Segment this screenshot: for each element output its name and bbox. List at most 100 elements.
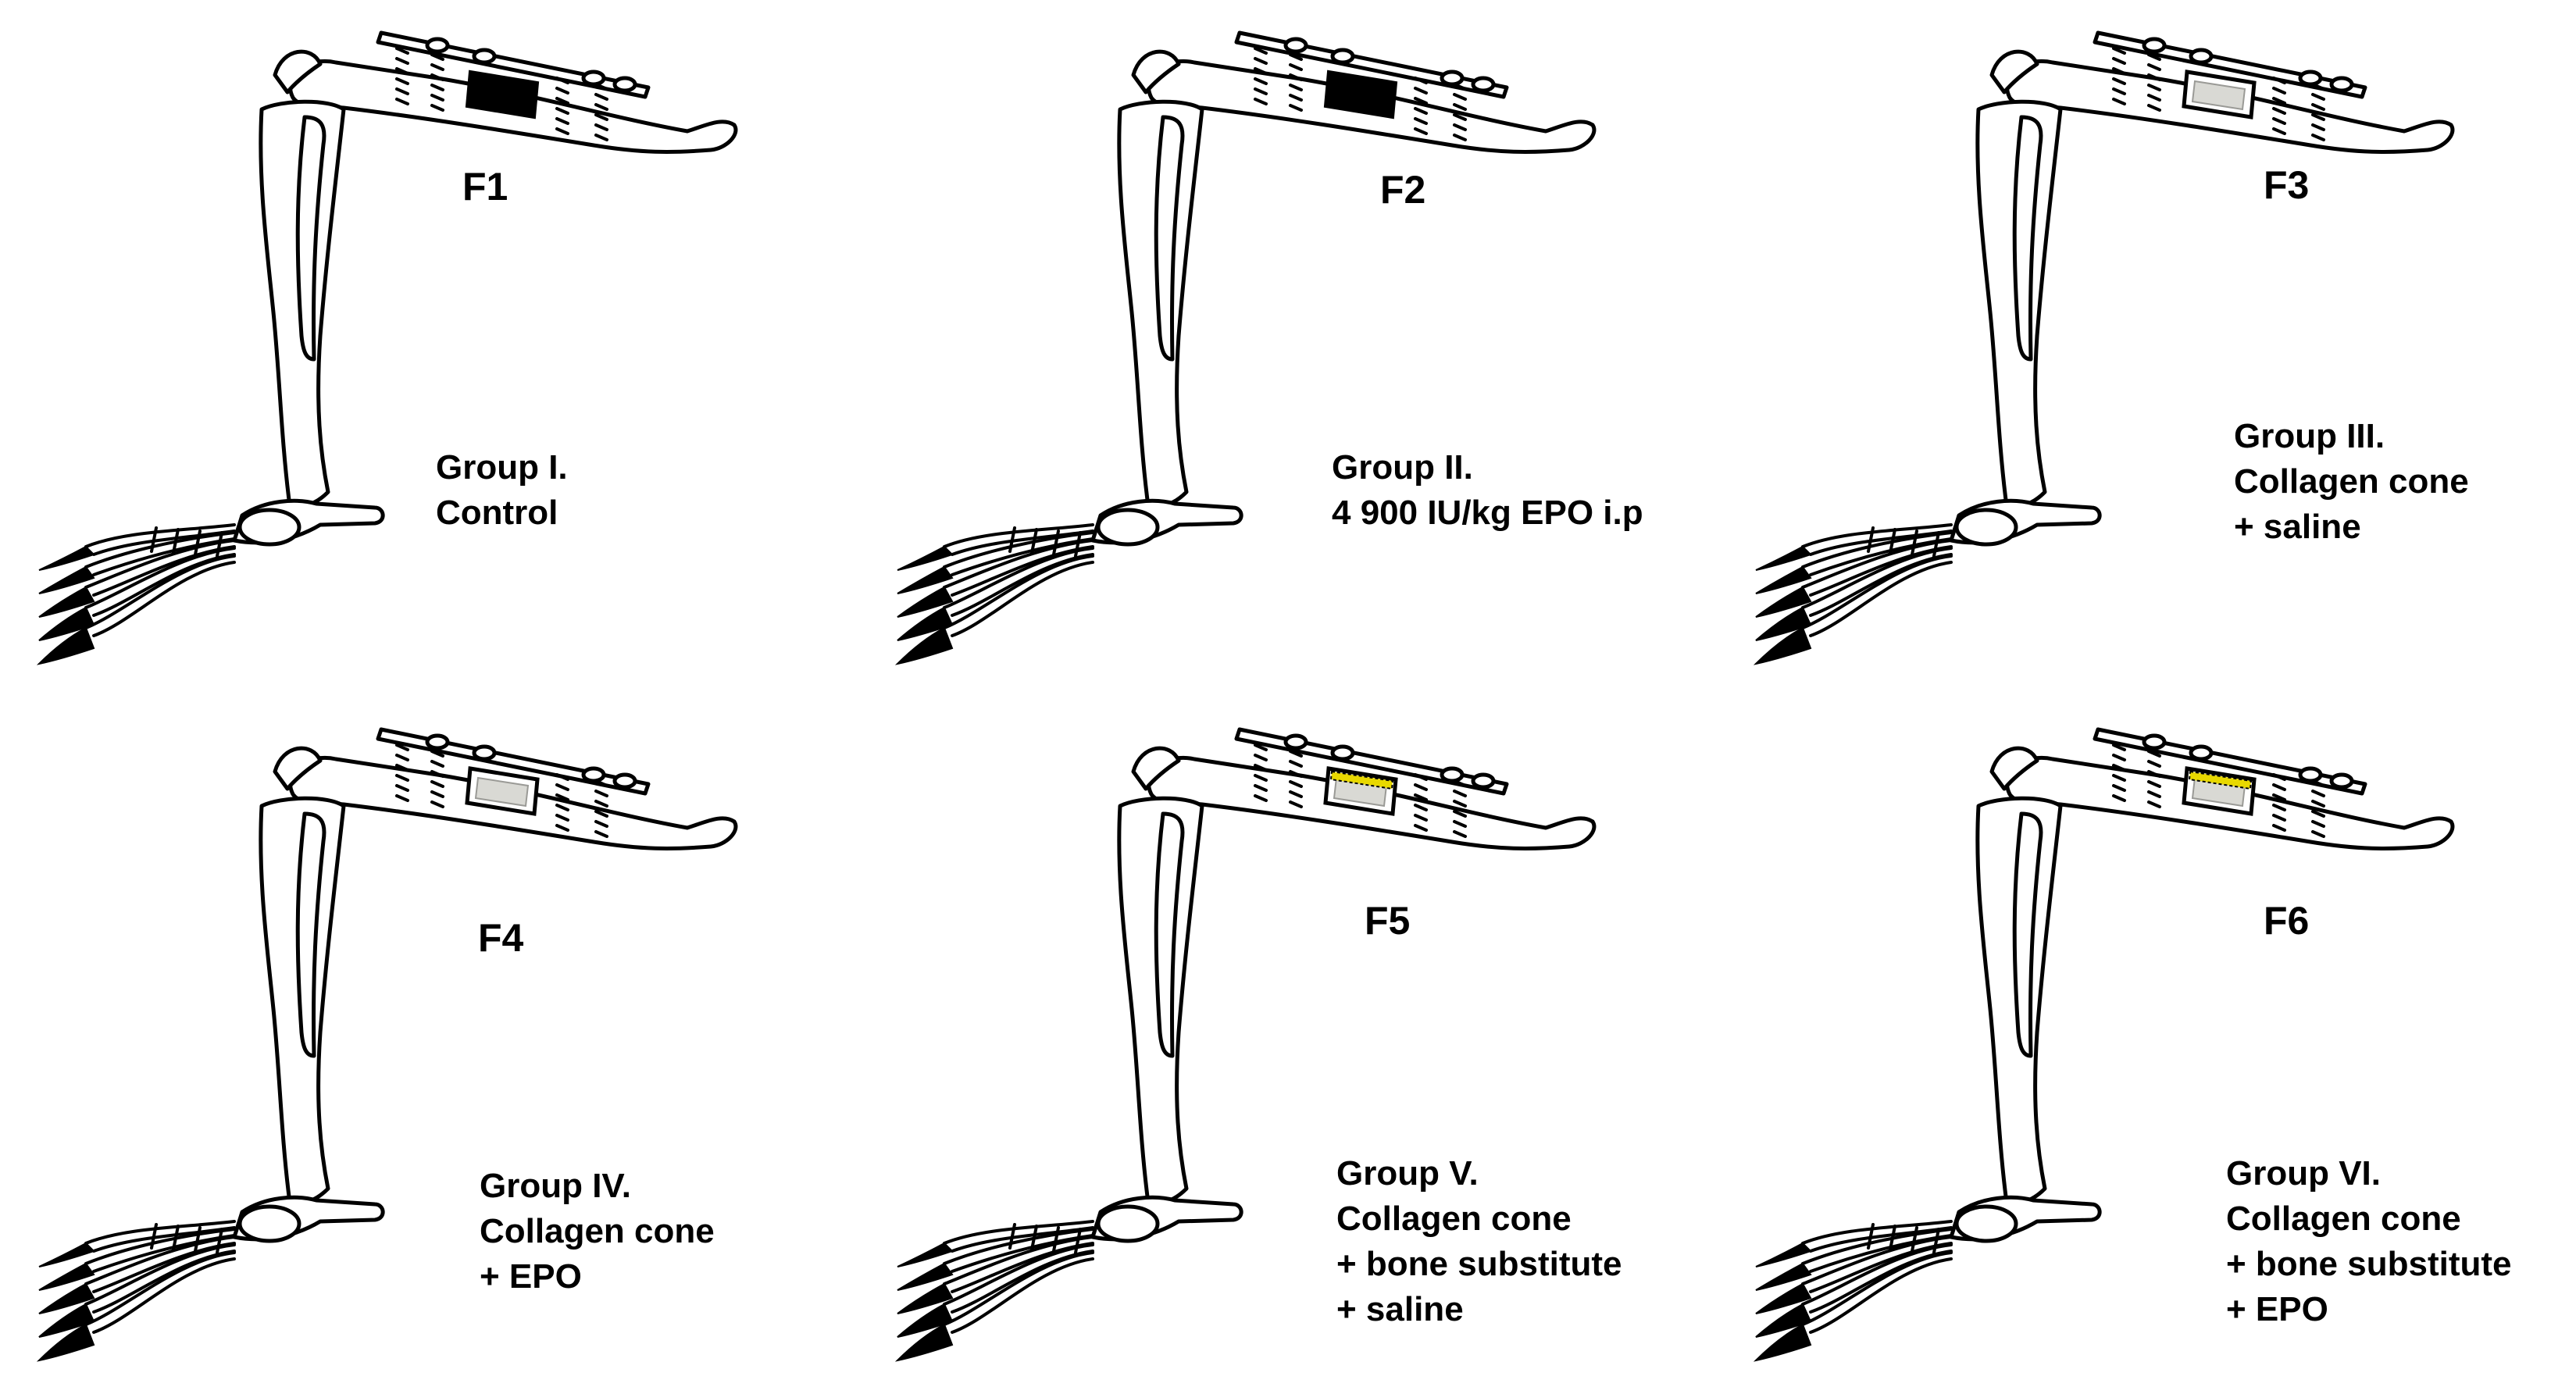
toe-edge xyxy=(92,1257,236,1334)
toe-edge xyxy=(92,1250,236,1314)
caption-line: + saline xyxy=(1336,1290,1464,1328)
figure-label: F6 xyxy=(2264,899,2310,943)
toe-edge xyxy=(951,553,1094,617)
joint-line xyxy=(194,529,202,556)
caption-line: Collagen cone xyxy=(2226,1200,2461,1238)
caption-line: + EPO xyxy=(480,1257,582,1296)
plate-screw-head xyxy=(425,733,450,750)
toe xyxy=(1801,547,1953,609)
group-caption: Group VI. Collagen cone + bone substitut… xyxy=(2226,1151,2511,1332)
toe xyxy=(943,1251,1094,1326)
toe xyxy=(1801,1235,1953,1285)
joint-line xyxy=(1052,529,1060,556)
collagen-cone xyxy=(474,776,530,808)
plate-screw-head xyxy=(581,70,606,87)
screw xyxy=(594,779,608,838)
joint-line xyxy=(1030,528,1038,554)
claw xyxy=(897,1262,954,1291)
plate-screw-head xyxy=(1440,70,1465,87)
plate-screw-head xyxy=(2189,48,2214,65)
joint-line xyxy=(1932,1228,1940,1254)
screw xyxy=(2147,53,2161,112)
joint-line xyxy=(194,1226,202,1253)
heel xyxy=(1954,1204,2018,1243)
hip-knob xyxy=(1131,49,1181,94)
panel-f1: F1 Group I. Control xyxy=(0,0,858,697)
toe xyxy=(1801,539,1953,589)
figure-label: F1 xyxy=(462,165,508,209)
screw xyxy=(2311,83,2325,141)
bone-defect xyxy=(1323,70,1398,119)
screw xyxy=(2147,750,2161,808)
hip-knob xyxy=(1989,49,2039,94)
hip-knob xyxy=(273,49,323,94)
screw xyxy=(2112,47,2126,105)
joint-line xyxy=(150,526,158,553)
caption-line: 4 900 IU/kg EPO i.p xyxy=(1332,494,1643,532)
caption-line: Group V. xyxy=(1336,1154,1479,1193)
joint-line xyxy=(1074,1228,1082,1254)
screw xyxy=(1289,53,1303,112)
heel xyxy=(1096,1204,1160,1243)
caption-line: Group VI. xyxy=(2226,1154,2381,1193)
screw xyxy=(1289,750,1303,808)
screw xyxy=(555,77,569,135)
caption-line: Control xyxy=(436,494,558,532)
caption-line: Collagen cone xyxy=(480,1212,715,1250)
leg-illustration xyxy=(36,727,738,1362)
toe xyxy=(84,539,236,589)
plate-screw-head xyxy=(1471,76,1496,93)
joint-line xyxy=(1008,526,1016,553)
claw xyxy=(38,586,95,618)
caption-line: Group IV. xyxy=(480,1167,631,1205)
leg-illustration xyxy=(1753,30,2455,665)
heel xyxy=(1954,508,2018,547)
toe xyxy=(84,1251,236,1326)
screw xyxy=(594,83,608,141)
claw xyxy=(897,1242,954,1267)
joint-line xyxy=(1030,1225,1038,1251)
leg-illustration xyxy=(1753,727,2455,1362)
joint-line xyxy=(216,531,223,558)
leg-illustration xyxy=(36,30,738,665)
claw xyxy=(1753,626,1812,665)
group-caption: Group III. Collagen cone + saline xyxy=(2234,414,2469,550)
collagen-cone xyxy=(2191,80,2246,111)
toe xyxy=(1801,531,1953,569)
plate-screw-head xyxy=(1283,37,1308,54)
fibula xyxy=(295,811,326,1058)
screw xyxy=(2272,773,2286,832)
joint-line xyxy=(150,1223,158,1250)
plate-screw-head xyxy=(2298,766,2323,783)
toe-edge xyxy=(951,1257,1094,1334)
fibula xyxy=(1154,115,1185,362)
caption-line: + saline xyxy=(2234,508,2361,546)
joint-line xyxy=(172,1225,180,1251)
toe xyxy=(943,547,1094,609)
caption-line: Collagen cone xyxy=(2234,462,2469,501)
screw xyxy=(1414,773,1428,832)
screw xyxy=(2272,77,2286,135)
toe-edge xyxy=(1809,561,1953,637)
joint-line xyxy=(1889,528,1896,554)
caption-line: Group I. xyxy=(436,448,568,487)
toe xyxy=(943,1243,1094,1306)
screw xyxy=(1414,77,1428,135)
group-caption: Group II. 4 900 IU/kg EPO i.p xyxy=(1332,445,1643,536)
claw xyxy=(894,626,954,665)
joint-line xyxy=(1911,1226,1918,1253)
group-caption: Group V. Collagen cone + bone substitute… xyxy=(1336,1151,1622,1332)
hip-knob xyxy=(1131,746,1181,791)
joint-line xyxy=(1889,1225,1896,1251)
panel-f4: F4 Group IV. Collagen cone + EPO xyxy=(0,697,858,1393)
claw xyxy=(1755,1303,1812,1338)
plate-screw-head xyxy=(1471,772,1496,790)
toe xyxy=(84,531,236,569)
claw xyxy=(38,1303,95,1338)
plate-screw-head xyxy=(1330,48,1355,65)
fibula xyxy=(2012,115,2043,362)
screw xyxy=(1453,83,1467,141)
heel xyxy=(1096,508,1160,547)
toe xyxy=(943,531,1094,569)
joint-line xyxy=(1008,1223,1016,1250)
